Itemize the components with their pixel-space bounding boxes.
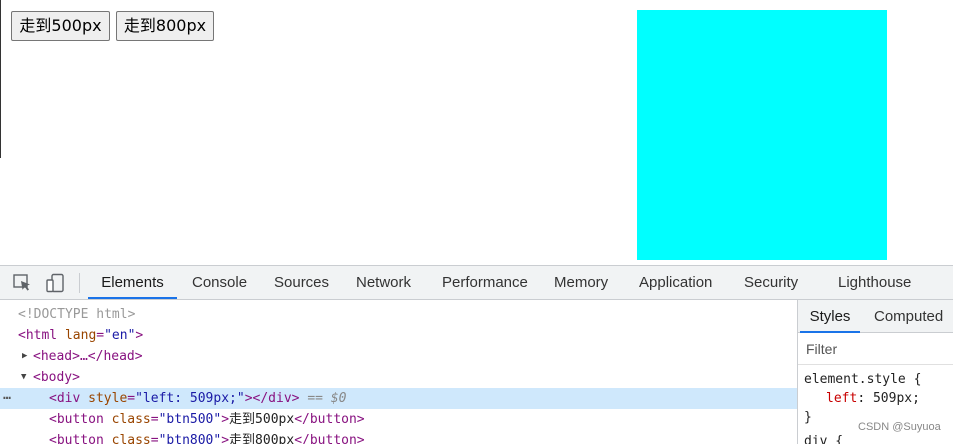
html-tag-close: > [135, 328, 144, 343]
btn500-tag-open: <button [49, 412, 104, 427]
sidebar-tabs: Styles Computed [798, 300, 953, 333]
more-options-icon[interactable]: ⋯ [3, 391, 11, 406]
tab-performance[interactable]: Performance [442, 274, 528, 291]
tab-memory[interactable]: Memory [554, 274, 609, 291]
btn800-text: 走到800px [229, 433, 295, 444]
html-attr-name: lang [64, 328, 97, 343]
devtools-toolbar: Elements Console Sources Network Perform… [0, 266, 953, 300]
page-viewport: 走到500px 走到800px [0, 0, 887, 260]
div-tag-open: <div [49, 391, 81, 406]
dom-node-doctype[interactable]: <!DOCTYPE html> [0, 304, 797, 325]
toolbar-separator [79, 273, 80, 293]
move-to-800-button[interactable]: 走到800px [116, 11, 214, 41]
viewport-left-edge [0, 0, 1, 158]
move-to-500-button[interactable]: 走到500px [11, 11, 110, 41]
rule-declaration[interactable]: left: 509px; [826, 391, 920, 406]
elements-dom-tree: <!DOCTYPE html> <html lang="en"> ▶ <head… [0, 300, 797, 444]
dom-node-body[interactable]: ▼ <body> [0, 367, 797, 388]
watermark-text: CSDN @Suyuoa [858, 421, 941, 433]
tab-elements[interactable]: Elements [88, 266, 177, 299]
tab-application[interactable]: Application [639, 274, 713, 291]
div-attr-value: "left: 509px;" [135, 391, 245, 406]
btn500-tag-gt: > [221, 412, 230, 427]
rule-value: 509px; [872, 391, 920, 406]
btn500-tag-close: </button> [294, 412, 365, 427]
devtools-panel: Elements Console Sources Network Perform… [0, 265, 953, 444]
tab-security[interactable]: Security [744, 274, 799, 291]
device-toolbar-icon[interactable] [44, 273, 66, 293]
btn800-tag-gt: > [221, 433, 230, 444]
styles-filter-bar [798, 333, 953, 365]
btn800-attr-value: "btn800" [158, 433, 222, 444]
dom-node-head[interactable]: ▶ <head>…</head> [0, 346, 797, 367]
btn500-attr-value: "btn500" [158, 412, 222, 427]
head-tag: <head>…</head> [33, 349, 143, 364]
tab-network[interactable]: Network [356, 274, 412, 291]
body-tag: <body> [33, 370, 80, 385]
btn500-text: 走到500px [229, 412, 295, 427]
tab-styles[interactable]: Styles [800, 300, 860, 333]
tab-computed[interactable]: Computed [874, 308, 944, 325]
btn500-attr-name: class [111, 412, 151, 427]
rule-property: left [826, 391, 858, 406]
dom-node-button-800[interactable]: <button class="btn800">走到800px</button> [0, 430, 797, 444]
dom-node-html[interactable]: <html lang="en"> [18, 328, 144, 343]
html-tag-open: <html [18, 328, 58, 343]
tab-console[interactable]: Console [192, 274, 248, 291]
collapse-triangle-icon[interactable]: ▼ [21, 372, 27, 382]
html-attr-value: "en" [104, 328, 136, 343]
rule-close-brace: } [804, 410, 812, 425]
tab-lighthouse[interactable]: Lighthouse [838, 274, 912, 291]
next-rule-selector: div { [804, 434, 844, 444]
expand-triangle-icon[interactable]: ▶ [22, 351, 28, 361]
btn800-tag-close: </button> [294, 433, 365, 444]
styles-filter-input[interactable] [806, 339, 946, 359]
inspect-element-icon[interactable] [12, 273, 34, 293]
rule-selector: element.style { [804, 372, 922, 387]
moving-box [637, 10, 887, 260]
tab-sources[interactable]: Sources [274, 274, 330, 291]
doctype-text: <!DOCTYPE html> [18, 307, 136, 322]
div-attr-name: style [88, 391, 128, 406]
styles-sidebar: Styles Computed element.style { left: 50… [797, 300, 953, 444]
div-tag-close: ></div> [244, 391, 300, 406]
dom-node-button-500[interactable]: <button class="btn500">走到500px</button> [49, 412, 365, 427]
btn800-tag-open: <button [49, 433, 104, 444]
btn800-attr-name: class [111, 433, 151, 444]
selected-node-marker: == $0 [307, 391, 347, 406]
dom-node-div-selected[interactable]: ⋯ <div style="left: 509px;"></div> == $0 [0, 388, 797, 409]
